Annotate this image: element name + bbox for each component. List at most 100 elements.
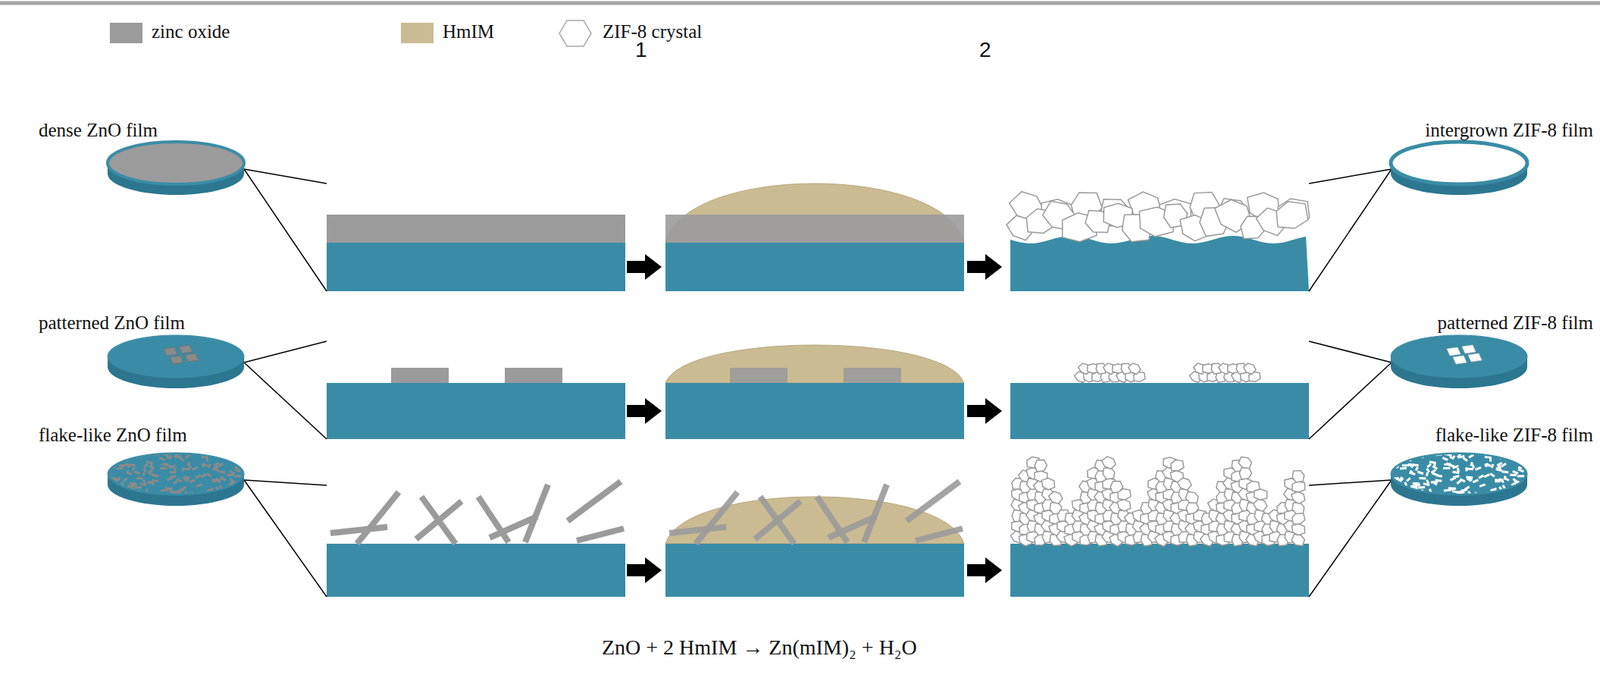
flake-stroke xyxy=(1452,475,1460,478)
flake-stroke xyxy=(1417,471,1423,474)
zif8-crystal xyxy=(1239,467,1252,480)
leader-line xyxy=(244,169,327,184)
legend-crystal-symbol xyxy=(557,18,593,49)
flake-stroke xyxy=(189,464,191,469)
flake-stroke xyxy=(169,475,176,478)
flake-stroke xyxy=(234,474,242,477)
disk-top xyxy=(1390,452,1528,495)
flake-stroke xyxy=(122,482,124,486)
flake-stroke xyxy=(200,474,207,477)
flake-stroke xyxy=(1526,462,1534,464)
pattern-square xyxy=(1462,344,1476,354)
flake-stroke xyxy=(105,473,108,478)
flake-stroke xyxy=(1496,462,1502,465)
flake-stroke xyxy=(1423,483,1430,486)
flake-stroke xyxy=(1489,452,1494,456)
leader-line xyxy=(1308,169,1392,184)
flake-stroke xyxy=(1421,489,1422,494)
flake-stroke xyxy=(1462,457,1468,461)
flake-stroke xyxy=(1512,470,1519,473)
label-holder: flake-like ZnO film xyxy=(38,424,188,447)
flake-stroke xyxy=(1516,457,1522,461)
flake-stroke xyxy=(1402,463,1410,467)
zif8-crystal xyxy=(1177,477,1192,490)
flake-stroke xyxy=(132,466,135,471)
zno-flake xyxy=(915,528,963,541)
flake-stroke xyxy=(1472,464,1475,469)
flake-stroke xyxy=(1399,477,1403,482)
flake-stroke xyxy=(107,451,115,455)
flake-stroke xyxy=(1513,478,1516,483)
process-row xyxy=(107,335,1528,439)
flake-stroke xyxy=(189,479,195,483)
hmim-droplet xyxy=(665,183,965,243)
flake-stroke xyxy=(118,463,126,467)
flake-stroke xyxy=(1501,479,1503,483)
flake-stroke xyxy=(127,485,135,487)
flake-stroke xyxy=(166,488,173,490)
process-arrow xyxy=(967,557,1002,583)
zno-flake xyxy=(525,484,548,542)
label-holder: flake-like ZIF-8 film xyxy=(1435,424,1594,447)
zif8-crystal xyxy=(1238,457,1252,469)
disk-top xyxy=(1390,141,1528,185)
flake-stroke xyxy=(1474,491,1476,496)
flake-stroke xyxy=(116,466,124,470)
flake-stroke xyxy=(111,457,117,461)
flake-stroke xyxy=(211,490,213,495)
flake-stroke xyxy=(128,463,136,467)
disk-top xyxy=(107,335,245,378)
flake-texture xyxy=(1386,449,1534,499)
flake-stroke xyxy=(1472,479,1478,483)
process-row xyxy=(103,449,1534,597)
flake-stroke xyxy=(219,471,226,473)
equation: ZnO + 2 HmIM → Zn(mIM)₂ + H₂O xyxy=(601,635,918,660)
flake-stroke xyxy=(1427,468,1430,473)
zif8-film-disk xyxy=(1390,141,1528,195)
flake-stroke xyxy=(129,482,137,485)
cross-section xyxy=(665,344,965,439)
flake-stroke xyxy=(229,470,235,473)
flake-stroke xyxy=(1452,455,1455,460)
leader-line xyxy=(1308,479,1392,597)
flake-stroke xyxy=(201,464,208,467)
zno-patch xyxy=(504,367,563,383)
zif8-crystal xyxy=(1292,470,1305,483)
substrate xyxy=(326,543,626,597)
flake-stroke xyxy=(143,479,146,484)
flake-stroke xyxy=(126,494,131,498)
zif8-crystal xyxy=(1292,513,1306,524)
flake-stroke xyxy=(1443,466,1450,470)
flake-stroke xyxy=(116,477,120,482)
substrate xyxy=(665,242,965,292)
flake-stroke xyxy=(208,463,210,468)
leader-line xyxy=(244,362,327,439)
flake-stroke xyxy=(1446,450,1450,455)
flake-stroke xyxy=(1401,489,1405,493)
label-holder: ZnO + 2 HmIM → Zn(mIM)₂ + H₂O xyxy=(601,635,918,660)
zno-flake xyxy=(330,526,388,533)
flake-stroke xyxy=(1514,451,1518,455)
label-holder: dense ZnO film xyxy=(38,119,158,142)
flake-stroke xyxy=(144,468,147,473)
zno-layer xyxy=(665,214,965,243)
cross-section xyxy=(665,481,965,597)
flake-stroke xyxy=(1465,466,1468,471)
flake-stroke xyxy=(1457,454,1461,458)
flake-stroke xyxy=(169,471,177,473)
substrate xyxy=(665,543,965,597)
legend-text: zinc oxide xyxy=(151,21,230,44)
flake-stroke xyxy=(1517,474,1525,477)
flake-stroke xyxy=(169,455,172,460)
pattern-square xyxy=(1468,353,1482,362)
flake-stroke xyxy=(147,480,155,483)
cross-section xyxy=(1006,191,1310,292)
flake-stroke xyxy=(1390,451,1398,455)
flake-stroke xyxy=(1466,467,1474,471)
flake-stroke xyxy=(1396,453,1403,455)
flake-stroke xyxy=(159,466,167,470)
zif8-crystal xyxy=(1292,481,1306,492)
cross-section xyxy=(326,214,626,292)
flake-stroke xyxy=(113,477,117,481)
flake-stroke xyxy=(134,485,142,489)
